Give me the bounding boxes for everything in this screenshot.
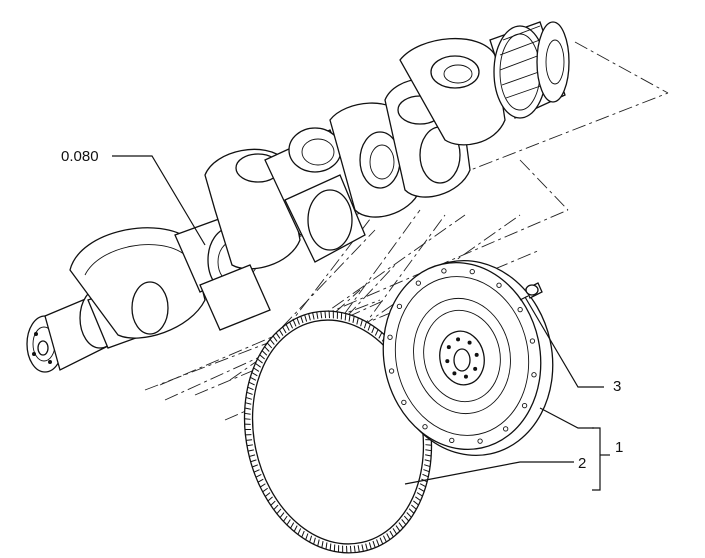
crankshaft: [26, 21, 570, 373]
callout-ring-gear: 2: [578, 455, 586, 472]
flywheel: [382, 259, 554, 457]
leader-lines: [112, 155, 610, 491]
callout-flywheel-assembly: 1: [615, 439, 623, 456]
leader-ring-gear: [404, 461, 574, 485]
ring-gear: [243, 310, 433, 554]
leader-bolt: [524, 296, 604, 388]
bracket-assembly: [592, 427, 601, 491]
flywheel-bolt: [519, 282, 543, 301]
leader-crankshaft: [112, 155, 206, 246]
callout-bolt: 3: [613, 378, 621, 395]
flywheel-hub-holes: [445, 337, 479, 379]
leader-flywheel: [539, 407, 594, 429]
flywheel-bolt-holes: [387, 268, 537, 444]
callout-crankshaft-ref: 0.080: [61, 148, 99, 165]
